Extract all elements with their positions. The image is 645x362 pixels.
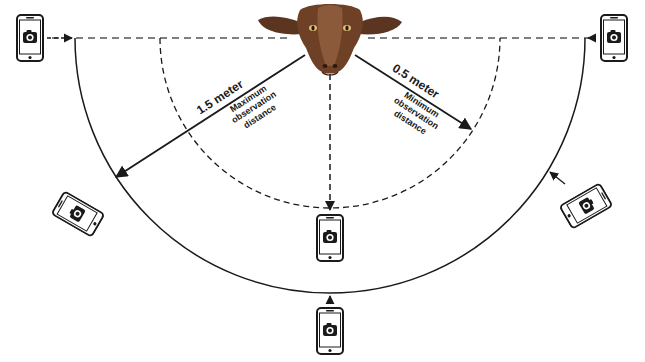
- center-arrow: [329, 74, 331, 210]
- phone-camera: [17, 15, 43, 61]
- camera-arrow: [550, 172, 565, 184]
- baseline: [368, 37, 592, 38]
- goat-head: [258, 4, 402, 75]
- phone-camera: [52, 191, 105, 237]
- phone-camera: [317, 308, 343, 354]
- phone-camera: [560, 183, 613, 229]
- max-distance-arc: [75, 38, 585, 293]
- camera-arrow: [47, 37, 72, 38]
- camera-arrow: [329, 296, 330, 304]
- camera-arrow: [588, 37, 596, 38]
- phone-camera: [601, 15, 627, 61]
- baseline: [52, 37, 292, 38]
- label-holder: Maximum observation distance: [211, 73, 297, 144]
- phone-camera: [317, 215, 343, 261]
- distance-caption: Maximum observation distance: [211, 73, 297, 144]
- max-radius-arrow: [116, 55, 305, 177]
